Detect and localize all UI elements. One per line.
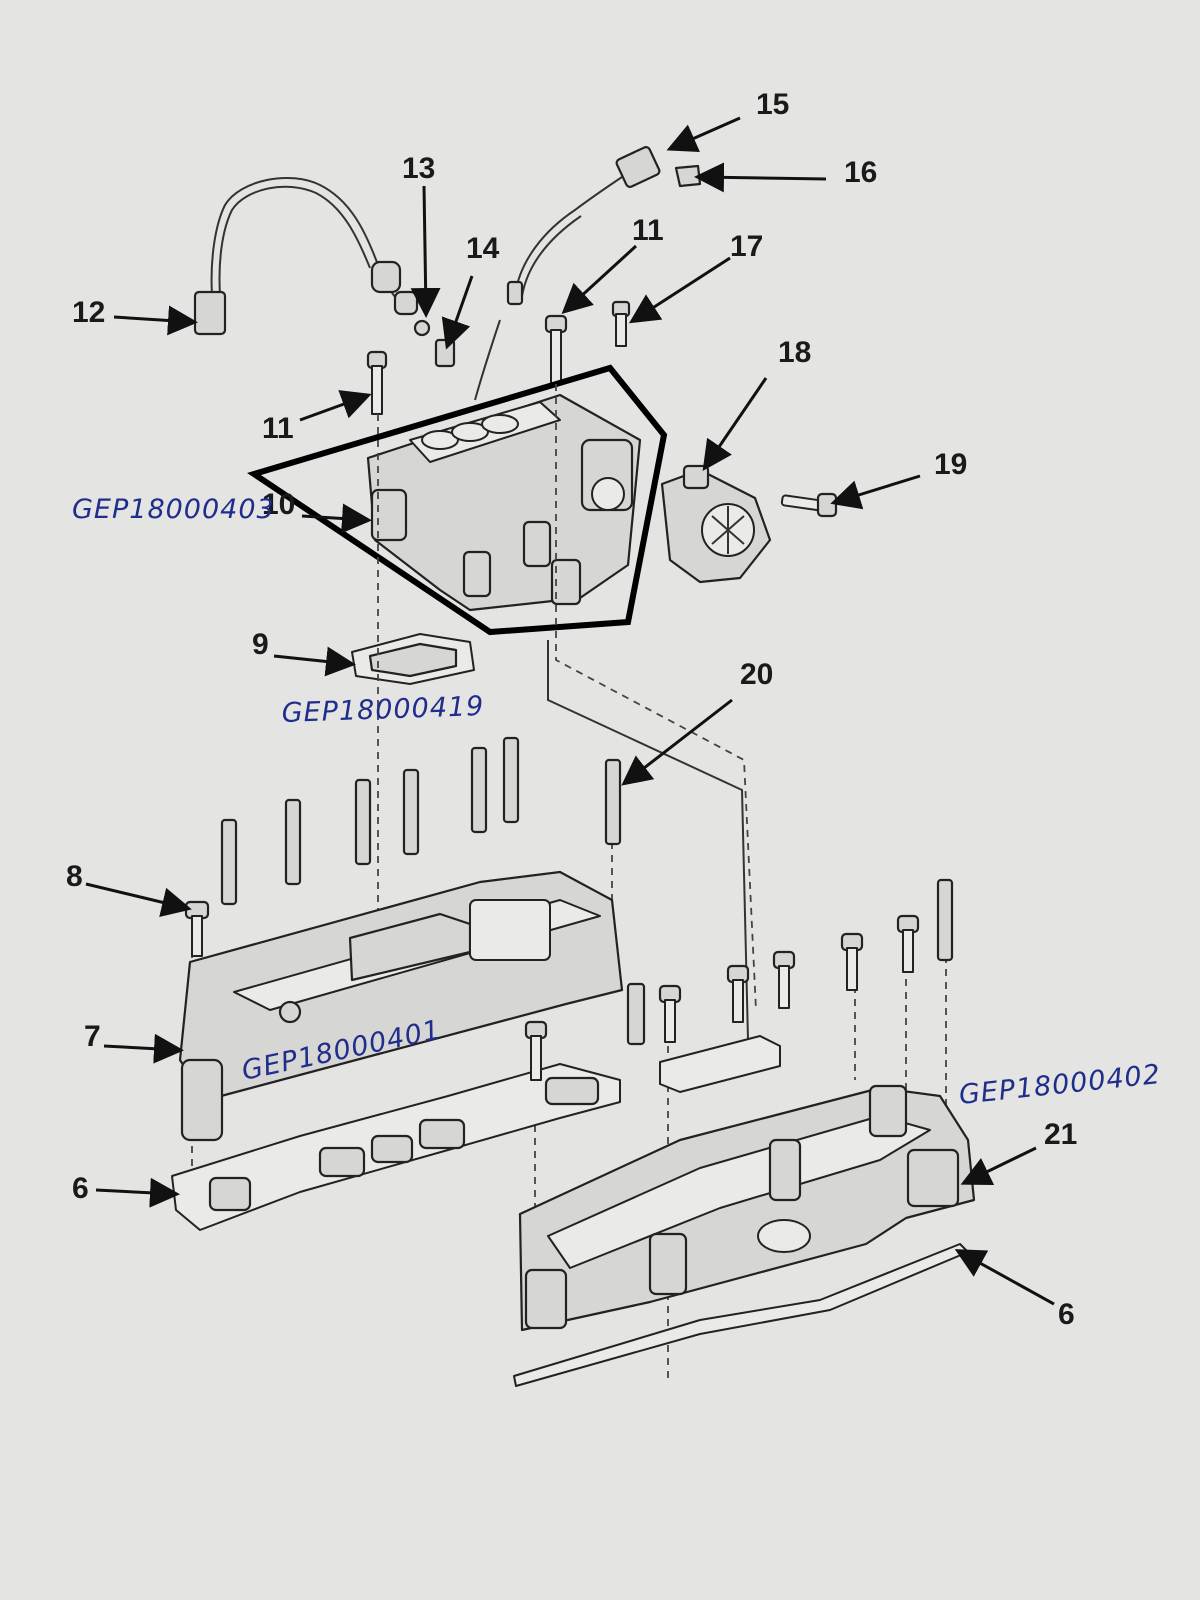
manifold-7 <box>178 870 624 1142</box>
callout-10: 10 <box>262 488 295 521</box>
lower-intake-21 <box>518 1084 976 1332</box>
sensor-harness-12 <box>193 177 419 336</box>
callout-7: 7 <box>84 1020 101 1053</box>
callout-14: 14 <box>466 232 500 265</box>
callout-18: 18 <box>778 336 811 369</box>
note-upper-intake: GEP18000403 <box>72 494 275 525</box>
note-lower-intake: GEP18000402 <box>957 1059 1162 1111</box>
bolt-11-left <box>366 350 388 415</box>
bolt-11-right <box>544 314 568 385</box>
note-gasket: GEP18000419 <box>281 691 485 729</box>
callout-6-right: 6 <box>1058 1298 1075 1331</box>
bolt-19 <box>780 492 838 518</box>
callout-16: 16 <box>844 156 877 189</box>
callout-11-top: 11 <box>632 214 664 247</box>
callout-11-left: 11 <box>262 412 294 445</box>
callout-17: 17 <box>730 230 763 263</box>
gasket-9 <box>351 633 475 685</box>
callout-numbers: 15 16 13 14 11 17 12 18 11 19 10 9 20 8 … <box>66 88 1077 1331</box>
fitting-13 <box>413 319 431 337</box>
studs-20 <box>220 736 622 906</box>
callout-8: 8 <box>66 860 83 893</box>
callout-6-left: 6 <box>72 1172 89 1205</box>
callout-19: 19 <box>934 448 967 481</box>
gasket-center <box>659 1035 781 1093</box>
gasket-6-left <box>171 1063 621 1231</box>
callout-leaders <box>85 116 1055 1306</box>
fitting-14 <box>434 338 456 368</box>
throttle-body-18 <box>660 464 772 584</box>
callout-20: 20 <box>740 658 773 691</box>
callout-9: 9 <box>252 628 269 661</box>
callout-12: 12 <box>72 296 105 329</box>
bolt-8 <box>184 900 210 957</box>
clip-16 <box>674 164 702 188</box>
callout-13: 13 <box>402 152 435 185</box>
upper-intake-10 <box>247 364 668 636</box>
bolt-17 <box>611 300 631 347</box>
callout-15: 15 <box>756 88 789 121</box>
harness-15 <box>474 146 661 401</box>
callout-21: 21 <box>1044 1118 1077 1151</box>
lower-bolts <box>524 878 954 1081</box>
